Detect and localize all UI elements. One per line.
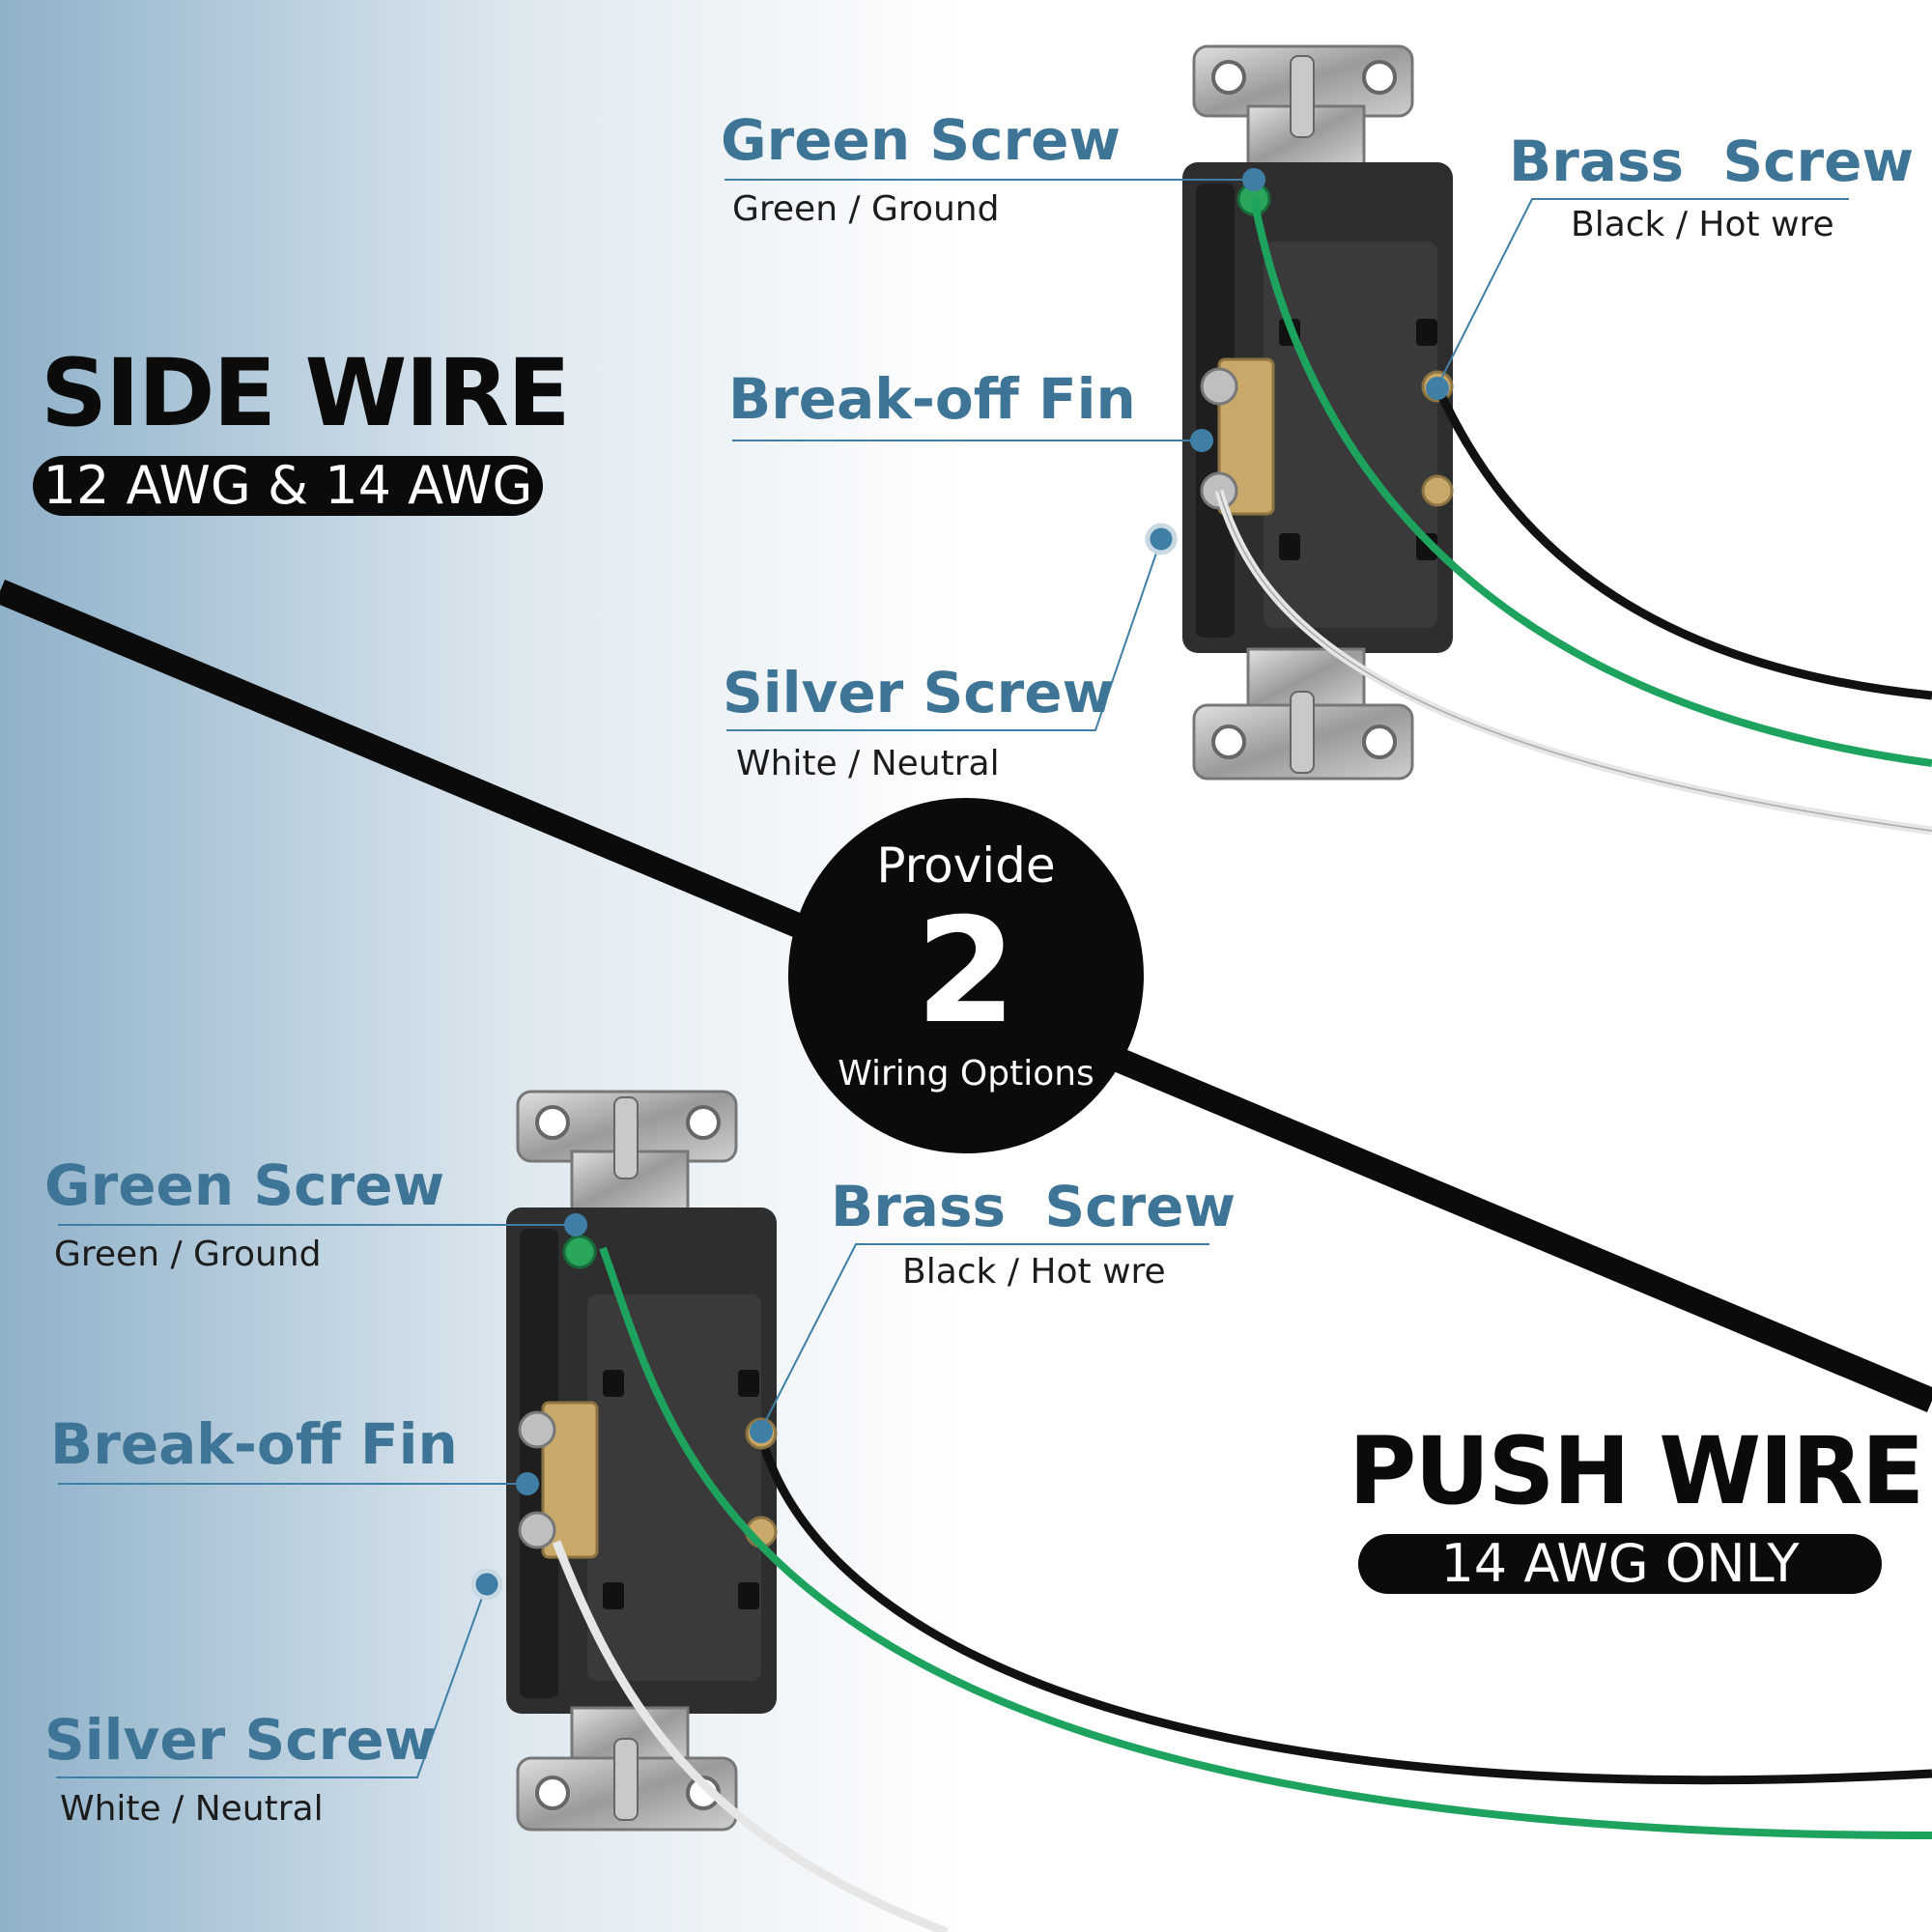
bottom-outlet-push-hole-1: [603, 1370, 624, 1397]
bottom-silver-screw-leader: [56, 1583, 488, 1778]
wiring-options-badge: Provide 2 Wiring Options: [788, 798, 1144, 1153]
top-outlet: [1182, 44, 1454, 781]
top-outlet-brass-screw-lower: [1421, 474, 1454, 507]
top-silver-screw-dot: [1145, 523, 1178, 555]
bottom-green-screw-dot: [564, 1213, 587, 1236]
bottom-brass-screw-desc: Black / Hot wre: [902, 1252, 1166, 1292]
bottom-outlet-push-hole-4: [738, 1582, 759, 1609]
top-brass-screw-desc: Black / Hot wre: [1571, 205, 1834, 244]
bottom-break-off-fin-label: Break-off Fin: [50, 1411, 458, 1477]
top-silver-screw-desc: White / Neutral: [736, 744, 1000, 783]
bottom-outlet: [506, 1090, 778, 1832]
top-outlet-bottom-mount-screw: [1290, 691, 1315, 774]
top-outlet-body-side: [1196, 184, 1235, 638]
badge-provide-text: Provide: [876, 838, 1056, 894]
top-outlet-top-mount-screw: [1290, 55, 1315, 138]
wiring-options-badge-circle: [788, 798, 1144, 1153]
top-hot-wire: [1433, 384, 1932, 700]
top-break-off-fin-label: Break-off Fin: [728, 366, 1136, 432]
top-outlet-side-screw-upper: [1200, 367, 1238, 406]
bottom-outlet-bottom-strap-hole-left: [535, 1776, 570, 1810]
top-brass-screw-leader: [1436, 198, 1849, 387]
bottom-outlet-top-mount-screw: [613, 1096, 639, 1179]
bottom-hot-wire: [760, 1447, 1932, 1785]
top-ground-wire: [1250, 198, 1932, 767]
side-wire-title: SIDE WIRE: [41, 339, 571, 447]
bottom-outlet-top-strap-hole-left: [535, 1105, 570, 1140]
bottom-outlet-brass-plate: [541, 1401, 599, 1559]
top-brass-screw-label: Brass Screw: [1509, 128, 1915, 194]
badge-number: 2: [915, 888, 1017, 1056]
bottom-outlet-body-side: [520, 1229, 558, 1698]
bottom-outlet-push-hole-3: [603, 1582, 624, 1609]
top-neutral-wire-edge: [1218, 490, 1932, 832]
bottom-brass-screw-leader: [760, 1243, 1209, 1431]
top-outlet-bottom-strap-hole-right: [1362, 724, 1397, 759]
bottom-green-screw-label: Green Screw: [44, 1152, 445, 1218]
top-outlet-push-hole-2: [1416, 319, 1437, 346]
bottom-outlet-back-panel: [587, 1294, 761, 1681]
bottom-outlet-top-strap-hole-right: [686, 1105, 721, 1140]
bottom-outlet-silver-screw: [518, 1511, 556, 1549]
bottom-silver-screw-label: Silver Screw: [44, 1707, 437, 1773]
bottom-break-off-fin-dot: [516, 1472, 539, 1495]
top-green-screw-label: Green Screw: [721, 107, 1122, 173]
bottom-neutral-wire: [552, 1540, 949, 1932]
bottom-silver-screw-dot: [470, 1568, 503, 1601]
bottom-ground-wire: [599, 1246, 1932, 1839]
side-wire-gauge-pill: 12 AWG & 14 AWG: [33, 456, 543, 516]
top-break-off-fin-dot: [1190, 429, 1213, 452]
bottom-silver-screw-desc: White / Neutral: [60, 1789, 324, 1829]
bottom-outlet-green-screw: [562, 1235, 597, 1269]
top-outlet-push-hole-3: [1279, 533, 1300, 560]
bottom-outlet-bottom-mount-screw: [613, 1738, 639, 1821]
bottom-brass-screw-dot: [750, 1420, 773, 1443]
bottom-outlet-push-hole-2: [738, 1370, 759, 1397]
bottom-brass-screw-label: Brass Screw: [831, 1174, 1236, 1239]
top-green-screw-dot: [1242, 168, 1265, 191]
top-outlet-top-strap-hole-right: [1362, 60, 1397, 95]
top-outlet-back-panel: [1264, 242, 1437, 628]
top-brass-screw-dot: [1426, 377, 1449, 400]
top-outlet-bottom-strap-hole-left: [1211, 724, 1246, 759]
push-wire-title: PUSH WIRE: [1349, 1417, 1924, 1525]
bottom-green-screw-desc: Green / Ground: [54, 1235, 322, 1274]
top-silver-screw-label: Silver Screw: [723, 660, 1115, 725]
top-silver-screw-leader: [726, 538, 1162, 731]
badge-wiring-options-text: Wiring Options: [838, 1054, 1094, 1094]
push-wire-gauge-pill: 14 AWG ONLY: [1358, 1534, 1882, 1594]
bottom-outlet-side-screw-upper: [518, 1410, 556, 1449]
top-outlet-top-strap-hole-left: [1211, 60, 1246, 95]
top-green-screw-desc: Green / Ground: [732, 189, 1000, 229]
